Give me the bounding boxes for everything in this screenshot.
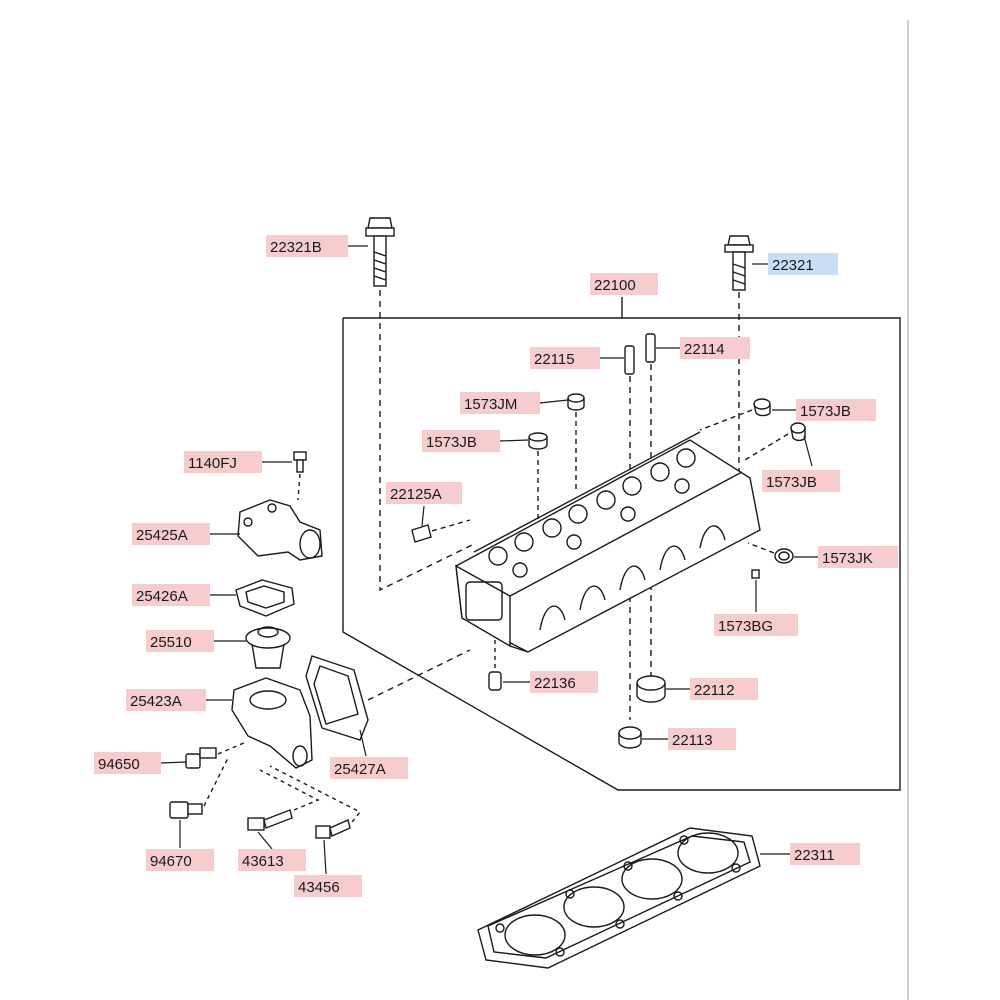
svg-text:22136: 22136 bbox=[534, 675, 576, 692]
label-22136[interactable]: 22136 bbox=[530, 671, 598, 693]
label-22311[interactable]: 22311 bbox=[790, 843, 860, 865]
svg-text:22100: 22100 bbox=[594, 277, 636, 294]
svg-text:25427A: 25427A bbox=[334, 761, 386, 778]
svg-text:25425A: 25425A bbox=[136, 527, 188, 544]
seal-1573jb-left[interactable] bbox=[528, 432, 548, 450]
svg-text:94670: 94670 bbox=[150, 853, 192, 870]
head-bolt-22321[interactable] bbox=[724, 235, 754, 291]
svg-text:43613: 43613 bbox=[242, 853, 284, 870]
label-22112[interactable]: 22112 bbox=[690, 678, 758, 700]
svg-text:1573JB: 1573JB bbox=[766, 474, 817, 491]
label-1573jb-left[interactable]: 1573JB bbox=[422, 430, 500, 452]
thermostat-25510[interactable] bbox=[245, 626, 291, 669]
diagram-artwork bbox=[169, 20, 909, 1000]
label-43613[interactable]: 43613 bbox=[238, 849, 306, 871]
gasket-25426a[interactable] bbox=[235, 579, 295, 617]
svg-text:1573JM: 1573JM bbox=[464, 396, 517, 413]
label-94650[interactable]: 94650 bbox=[94, 752, 161, 774]
svg-text:1140FJ: 1140FJ bbox=[188, 455, 237, 472]
bolt-1140fj[interactable] bbox=[293, 451, 307, 473]
label-1573jb-top-right[interactable]: 1573JB bbox=[796, 399, 876, 421]
svg-text:22114: 22114 bbox=[684, 341, 725, 358]
svg-text:22125A: 22125A bbox=[390, 486, 442, 503]
label-1573jb-right[interactable]: 1573JB bbox=[762, 470, 840, 492]
water-outlet-25425a[interactable] bbox=[237, 499, 323, 561]
svg-text:25426A: 25426A bbox=[136, 588, 188, 605]
svg-text:94650: 94650 bbox=[98, 756, 140, 773]
svg-text:25423A: 25423A bbox=[130, 693, 182, 710]
head-bolt-22321b[interactable] bbox=[365, 217, 395, 287]
sensor-94670[interactable] bbox=[169, 801, 203, 819]
svg-text:22321B: 22321B bbox=[270, 239, 322, 256]
bolt-43613[interactable] bbox=[247, 809, 293, 831]
plug-1573jk[interactable] bbox=[774, 548, 794, 564]
thermostat-housing-25423a[interactable] bbox=[231, 677, 313, 769]
svg-text:22321: 22321 bbox=[772, 257, 814, 274]
label-25423a[interactable]: 25423A bbox=[126, 689, 206, 711]
valve-guide-22115[interactable] bbox=[624, 345, 635, 375]
seal-22113[interactable] bbox=[618, 726, 642, 749]
label-22100[interactable]: 22100 bbox=[590, 273, 658, 295]
seal-1573jm[interactable] bbox=[567, 393, 585, 411]
leader-lines bbox=[160, 245, 818, 875]
svg-text:1573JB: 1573JB bbox=[800, 403, 851, 420]
sensor-94650[interactable] bbox=[185, 747, 217, 769]
svg-text:1573JB: 1573JB bbox=[426, 434, 477, 451]
svg-text:22112: 22112 bbox=[694, 682, 735, 699]
label-25510[interactable]: 25510 bbox=[146, 630, 214, 652]
label-22321[interactable]: 22321 bbox=[768, 253, 838, 275]
assembly-frame bbox=[342, 317, 901, 791]
seal-22112[interactable] bbox=[636, 675, 666, 703]
gasket-25427a[interactable] bbox=[305, 655, 369, 741]
label-25427a[interactable]: 25427A bbox=[330, 757, 408, 779]
plug-1573bg[interactable] bbox=[751, 569, 760, 579]
part-labels: 22321B 22321 22100 22115 22114 1573JM 15… bbox=[94, 235, 898, 897]
label-1573jk[interactable]: 1573JK bbox=[818, 546, 898, 568]
plug-22136[interactable] bbox=[488, 671, 502, 691]
label-22321b[interactable]: 22321B bbox=[266, 235, 348, 257]
svg-text:22113: 22113 bbox=[672, 732, 713, 749]
svg-text:1573BG: 1573BG bbox=[718, 618, 773, 635]
cylinder-head-22100[interactable] bbox=[455, 431, 761, 653]
svg-text:22311: 22311 bbox=[794, 847, 835, 864]
valve-guide-22114[interactable] bbox=[645, 333, 656, 363]
label-25425a[interactable]: 25425A bbox=[132, 523, 210, 545]
svg-text:43456: 43456 bbox=[298, 879, 340, 896]
dowel-pin-22125a[interactable] bbox=[411, 524, 432, 543]
label-22113[interactable]: 22113 bbox=[668, 728, 736, 750]
head-gasket-22311[interactable] bbox=[477, 827, 761, 969]
svg-text:25510: 25510 bbox=[150, 634, 192, 651]
bolt-path-left bbox=[379, 290, 473, 592]
bolt-43456[interactable] bbox=[315, 819, 351, 839]
label-22114[interactable]: 22114 bbox=[680, 337, 750, 359]
label-94670[interactable]: 94670 bbox=[146, 849, 214, 871]
svg-text:1573JK: 1573JK bbox=[822, 550, 873, 567]
seal-1573jb-right[interactable] bbox=[790, 422, 806, 442]
label-1573jm[interactable]: 1573JM bbox=[460, 392, 540, 414]
label-1140fj[interactable]: 1140FJ bbox=[184, 451, 262, 473]
svg-text:22115: 22115 bbox=[534, 351, 575, 368]
label-43456[interactable]: 43456 bbox=[294, 875, 362, 897]
seal-1573jb-top-right[interactable] bbox=[753, 398, 771, 417]
label-22125a[interactable]: 22125A bbox=[386, 482, 462, 504]
label-22115[interactable]: 22115 bbox=[530, 347, 600, 369]
label-1573bg[interactable]: 1573BG bbox=[714, 614, 798, 636]
label-25426a[interactable]: 25426A bbox=[132, 584, 210, 606]
